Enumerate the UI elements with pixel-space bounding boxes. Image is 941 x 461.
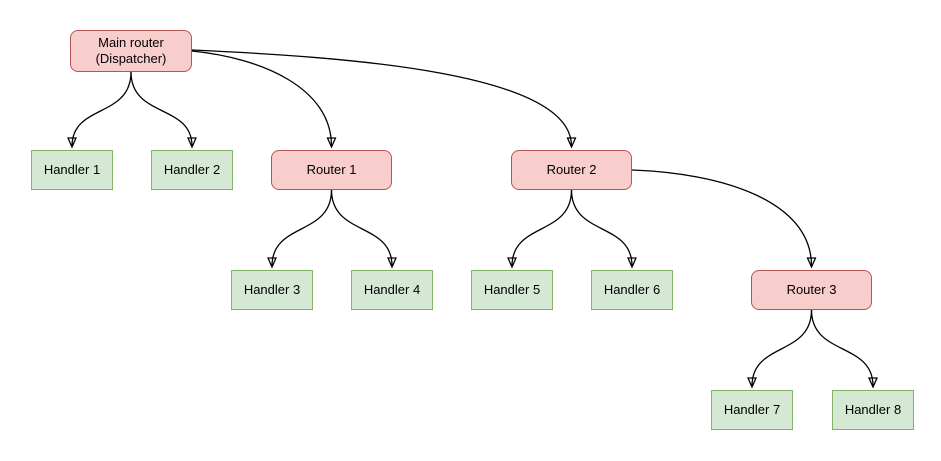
edge-router-2-to-handler-6 [570, 189, 633, 266]
node-router-2-label: Router 2 [546, 161, 597, 177]
node-router-3-label: Router 3 [786, 281, 837, 297]
edge-router-2-to-router-3 [631, 169, 812, 266]
edge-router-2-to-handler-5 [512, 189, 573, 266]
node-router-1-label: Router 1 [306, 161, 357, 177]
node-handler-2: Handler 2 [151, 150, 233, 190]
edge-main-router-to-handler-1 [72, 71, 132, 146]
node-handler-7-label: Handler 7 [723, 401, 781, 417]
node-handler-4-label: Handler 4 [363, 281, 421, 297]
node-router-3: Router 3 [751, 270, 872, 310]
edge-router-1-to-handler-3 [272, 189, 333, 266]
node-handler-3-label: Handler 3 [243, 281, 301, 297]
edge-router-3-to-handler-7 [752, 309, 813, 386]
node-handler-6-label: Handler 6 [603, 281, 661, 297]
node-handler-5-label: Handler 5 [483, 281, 541, 297]
node-handler-8-label: Handler 8 [844, 401, 902, 417]
edge-main-router-to-handler-2 [130, 71, 192, 146]
node-handler-7: Handler 7 [711, 390, 793, 430]
node-handler-1-label: Handler 1 [43, 161, 101, 177]
edge-main-router-to-router-2 [191, 49, 572, 146]
node-main-router: Main router (Dispatcher) [70, 30, 192, 72]
node-handler-1: Handler 1 [31, 150, 113, 190]
node-router-2: Router 2 [511, 150, 632, 190]
node-handler-5: Handler 5 [471, 270, 553, 310]
node-handler-3: Handler 3 [231, 270, 313, 310]
node-handler-2-label: Handler 2 [163, 161, 221, 177]
node-handler-8: Handler 8 [832, 390, 914, 430]
edge-main-router-to-router-1 [191, 50, 332, 146]
edge-router-3-to-handler-8 [810, 309, 874, 386]
node-handler-6: Handler 6 [591, 270, 673, 310]
node-handler-4: Handler 4 [351, 270, 433, 310]
node-router-1: Router 1 [271, 150, 392, 190]
node-main-router-label: Main router (Dispatcher) [95, 34, 167, 66]
edge-router-1-to-handler-4 [330, 189, 393, 266]
